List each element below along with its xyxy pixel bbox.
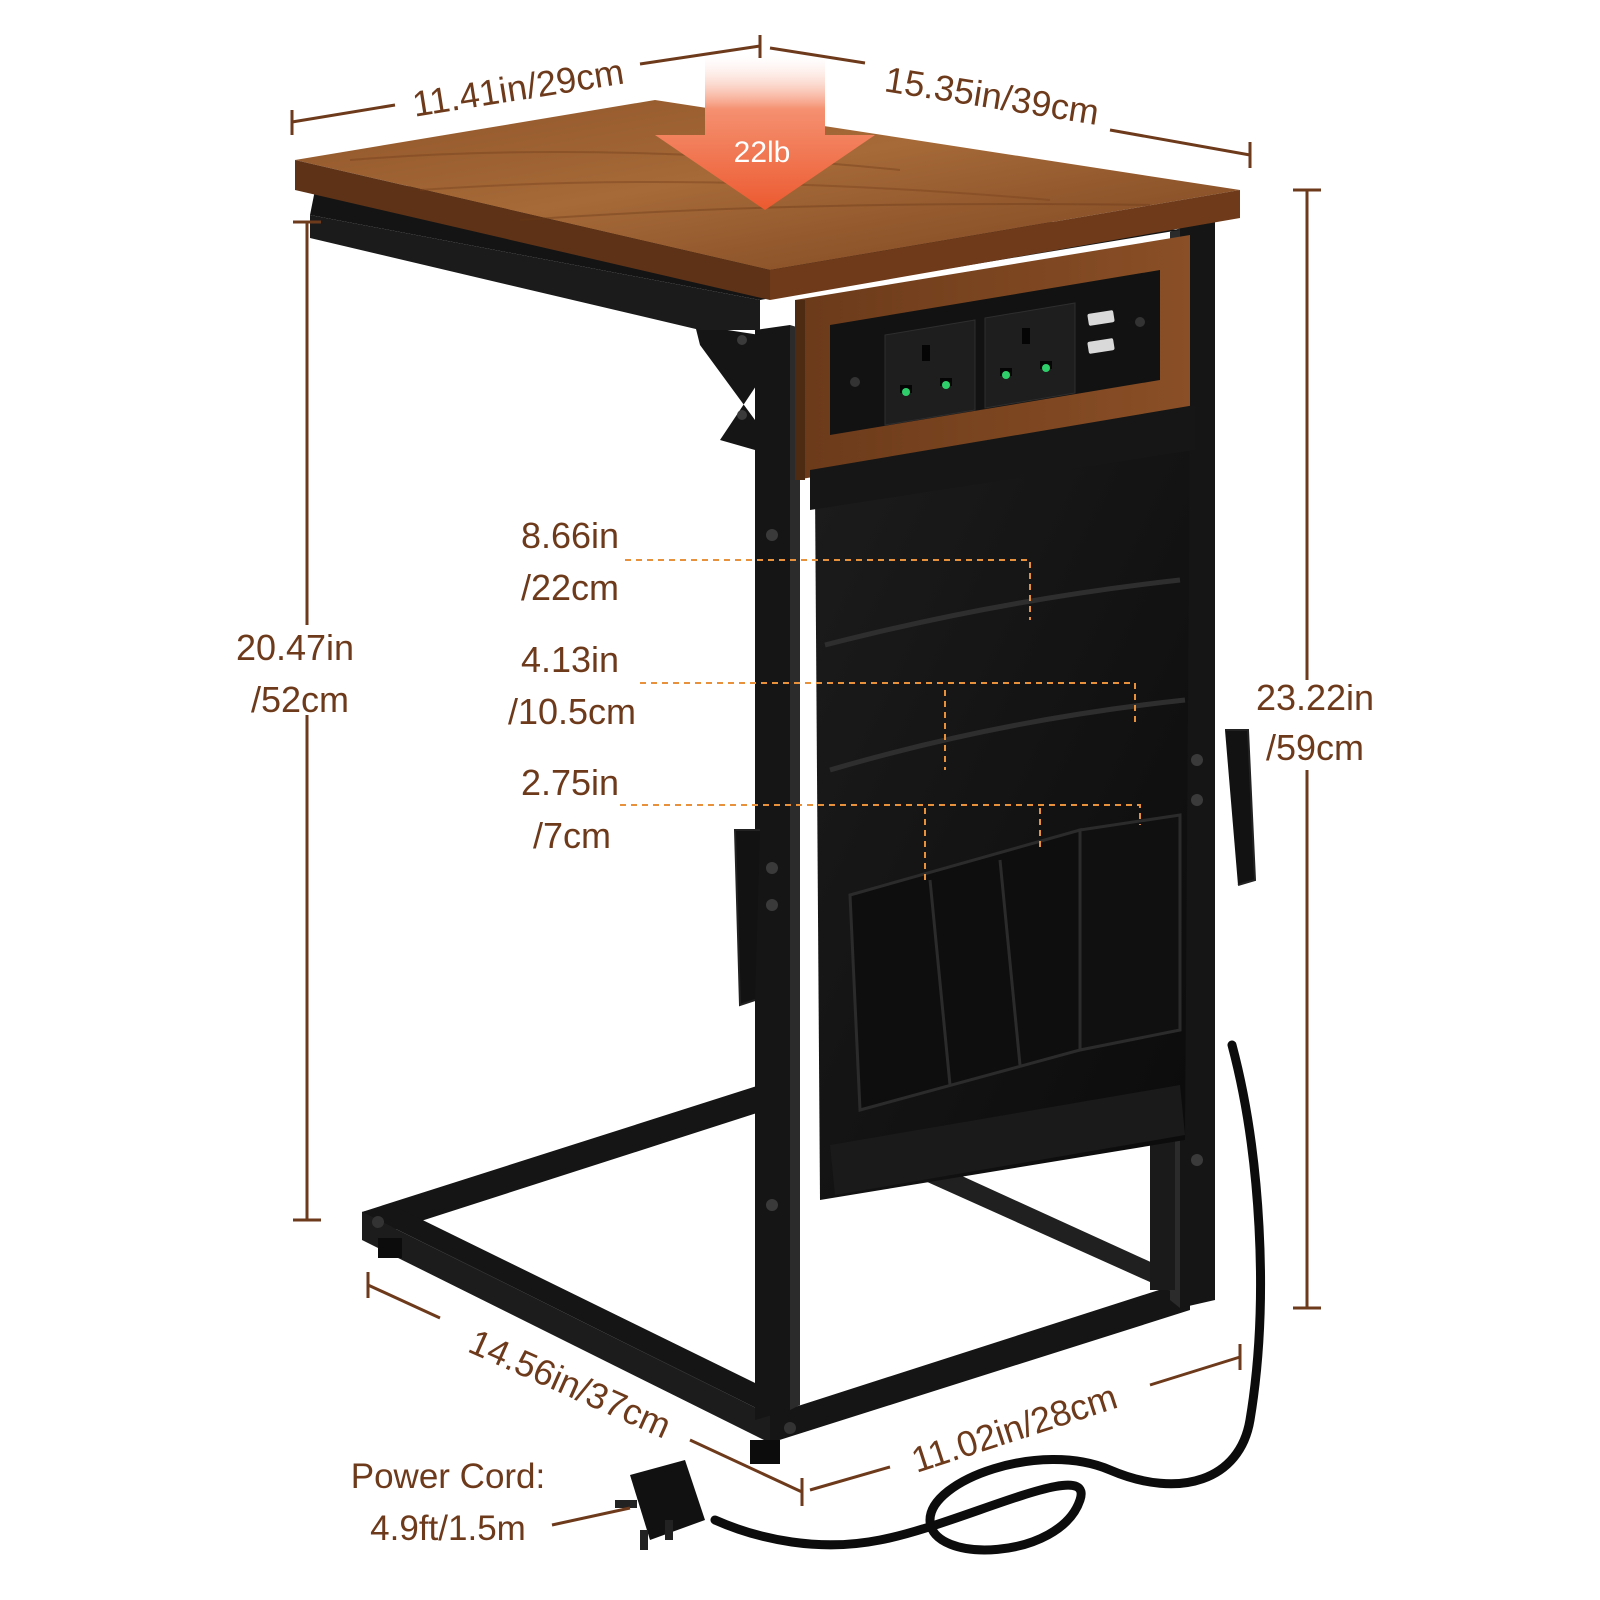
ac-socket [884,319,976,426]
inner-height-label-line1: 20.47in [236,627,354,668]
pocket-3-label-line1: 2.75in [521,762,619,803]
usb-ports [1087,310,1115,354]
power-strip [830,270,1160,435]
inner-height-label-line2: /52cm [251,679,349,720]
pocket-guides [620,559,1141,885]
pocket-3-label-line2: /7cm [533,815,611,856]
power-cord-label-line2: 4.9ft/1.5m [370,1509,526,1548]
base-frame [362,1085,1190,1464]
pocket-2-label-line1: 4.13in [521,639,619,680]
uk-plug-icon [615,1460,705,1550]
total-height-label-line2: /59cm [1266,727,1364,768]
ac-socket [984,302,1076,409]
weight-capacity-arrow: 22lb [655,55,875,210]
pocket-1-label-line1: 8.66in [521,515,619,556]
power-cord-label-line1: Power Cord: [351,1457,546,1496]
foot [750,1440,780,1464]
power-cord [615,1040,1265,1555]
side-table-illustration [295,100,1265,1555]
small-pockets [848,813,1182,1112]
pocket-2-label-line2: /10.5cm [508,691,636,732]
weight-label: 22lb [734,136,791,169]
storage-organizer-bag [733,405,1257,1200]
top-width-label: 15.35in/39cm [882,59,1102,133]
total-height-label-line1: 23.22in [1256,677,1374,718]
dimension-lines [290,35,1321,1527]
foot [378,1238,402,1258]
pocket-1-label-line2: /22cm [521,567,619,608]
outlet-apron [795,235,1190,480]
